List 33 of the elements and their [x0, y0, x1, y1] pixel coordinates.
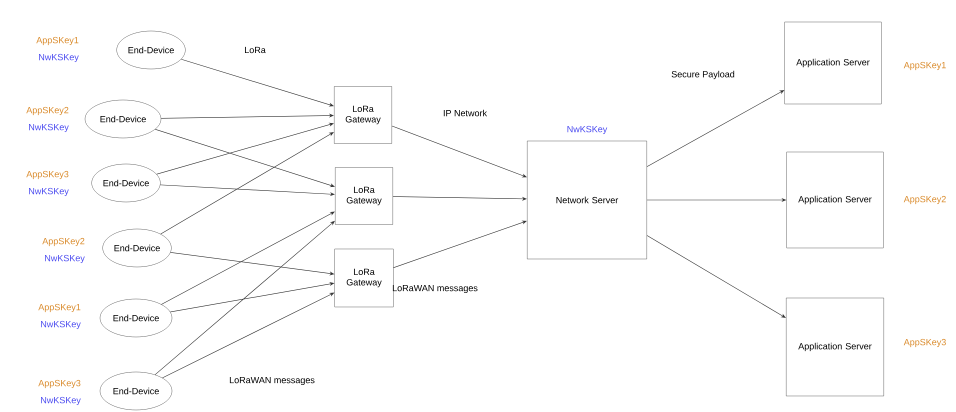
arrow	[646, 235, 786, 318]
key-label: AppSKey2	[42, 238, 84, 246]
key-label: NwKSKey	[39, 54, 79, 62]
key-label: AppSKey2	[26, 106, 68, 116]
annotation-text: IP Network	[444, 110, 488, 116]
arrow	[392, 126, 527, 178]
annotation-text: LoRa	[245, 46, 266, 54]
key-label: AppSKey1	[904, 62, 946, 70]
key-label: NwKSKey	[29, 124, 69, 132]
key-label: AppSKey3	[38, 380, 80, 388]
key-label: AppSKey3	[904, 338, 946, 348]
gateway-box: LoRa Gateway	[334, 248, 394, 308]
annotation-text: Secure Payload	[672, 70, 734, 80]
server-box: Application Server	[786, 152, 884, 248]
key-label: NwKSKey	[567, 126, 608, 134]
annotation-text: LoRaWAN messages	[230, 376, 314, 386]
annotation-text: LoRaWAN messages	[392, 284, 478, 294]
server-box: Application Server	[786, 298, 884, 396]
key-label: NwKSKey	[41, 396, 81, 406]
key-label: NwKSKey	[29, 188, 69, 196]
key-label: AppSKey1	[38, 304, 80, 312]
arrow	[160, 132, 334, 234]
gateway-box: LoRa Gateway	[334, 167, 394, 225]
arrow	[162, 292, 334, 378]
server-box: Application Server	[784, 22, 882, 104]
key-label: NwKSKey	[41, 320, 81, 330]
gateway-box: LoRa Gateway	[334, 86, 392, 144]
key-label: AppSKey1	[36, 36, 78, 46]
arrow	[161, 212, 335, 305]
key-label: AppSKey2	[904, 196, 946, 204]
server-box: Network Server	[526, 140, 648, 260]
key-label: NwKSKey	[45, 254, 85, 264]
key-label: AppSKey3	[26, 170, 68, 180]
